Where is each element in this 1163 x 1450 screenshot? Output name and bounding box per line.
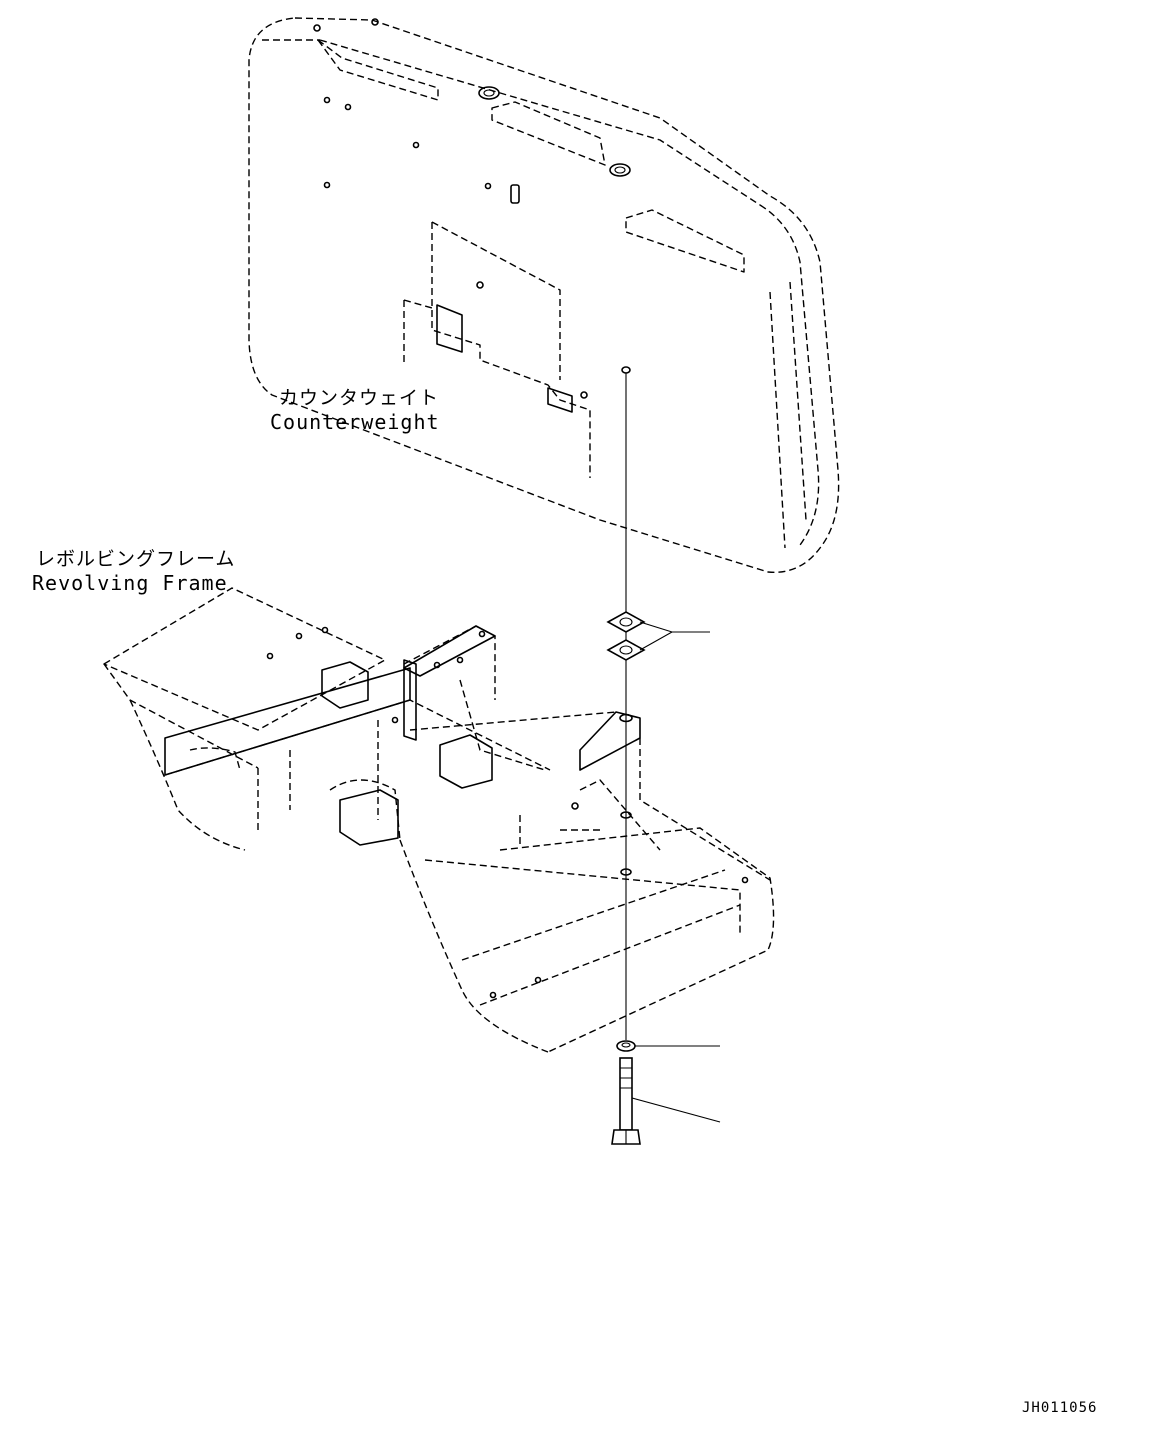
washer-part [616, 1040, 720, 1052]
bolt-part [611, 1057, 721, 1145]
counterweight-label-en: Counterweight [270, 410, 440, 434]
counterweight-label-jp: カウンタウェイト [279, 387, 440, 409]
shim-plates [606, 611, 710, 661]
revolving-frame-label-en: Revolving Frame [32, 571, 228, 595]
counterweight-drawing [248, 17, 840, 573]
revolving-frame-label-jp: レボルビングフレーム [36, 548, 236, 570]
drawing-code: JH011056 [1022, 1400, 1098, 1416]
revolving-frame-drawing [103, 587, 775, 1053]
